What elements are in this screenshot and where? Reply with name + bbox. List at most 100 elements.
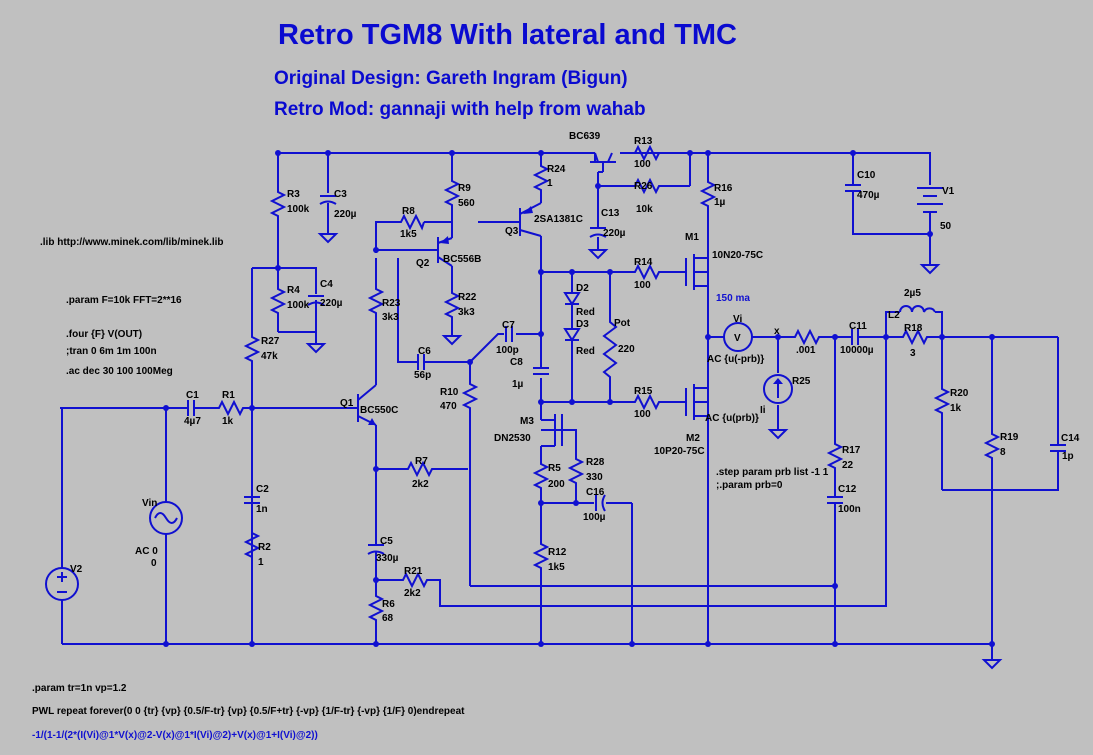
r24-symbol [532, 163, 550, 192]
c16-symbol [595, 494, 606, 512]
l2-symbol [899, 305, 936, 313]
r3-value: 100k [287, 204, 310, 215]
c6-name: C6 [418, 346, 431, 357]
r23-symbol [367, 286, 385, 318]
r20-symbol [933, 385, 951, 415]
vin-symbol [149, 501, 183, 535]
r10-name: R10 [440, 387, 459, 398]
vin-name: Vin [142, 498, 157, 509]
q1-name: Q1 [340, 398, 354, 409]
c14-value: 1p [1062, 451, 1074, 462]
r15-symbol [632, 393, 660, 411]
r5-value: 200 [548, 479, 565, 490]
directive-param-prb: ;.param prb=0 [716, 480, 783, 491]
m1-value: 10N20-75C [712, 250, 763, 261]
r6-name: R6 [382, 599, 395, 610]
r21-symbol [400, 571, 430, 589]
q3-value: 2SA1381C [534, 214, 583, 225]
r1-symbol [215, 399, 245, 417]
c12-symbol [827, 490, 843, 510]
vi-symbol [723, 322, 753, 352]
r10-symbol [461, 380, 479, 412]
c4-value: 220µ [320, 298, 343, 309]
r10-value: 470 [440, 401, 457, 412]
r18-name: R18 [904, 323, 923, 334]
r15-name: R15 [634, 386, 653, 397]
r7-name: R7 [415, 456, 428, 467]
r16-value: 1µ [714, 197, 726, 208]
c7-symbol [505, 326, 513, 342]
directive-param-tr: .param tr=1n vp=1.2 [32, 683, 127, 694]
c16-name: C16 [586, 487, 605, 498]
q1-value: BC550C [360, 405, 398, 416]
r7-symbol [405, 460, 435, 478]
c12-value: 100n [838, 504, 861, 515]
r22-name: R22 [458, 292, 477, 303]
q3-symbol [519, 202, 542, 237]
r14-value: 100 [634, 280, 651, 291]
d2-value: Red [576, 307, 595, 318]
q2-symbol [437, 236, 453, 267]
c5-symbol [367, 540, 385, 560]
v1-name: V1 [942, 186, 955, 197]
c13-name: C13 [601, 208, 620, 219]
r2-symbol [243, 530, 261, 560]
d3-value: Red [576, 346, 595, 357]
c3-symbol [319, 195, 337, 205]
c8-value: 1µ [512, 379, 524, 390]
pot-value: 220 [618, 344, 635, 355]
r19-name: R19 [1000, 432, 1019, 443]
c14-name: C14 [1061, 433, 1080, 444]
vi-value: AC {u(-prb)} [707, 354, 764, 365]
v1-symbol [917, 187, 943, 215]
c12-name: C12 [838, 484, 857, 495]
q1-symbol [357, 384, 377, 426]
c11-name: C11 [849, 321, 867, 332]
l2-name: L2 [888, 310, 900, 321]
m3-name: M3 [520, 416, 534, 427]
m1-symbol [685, 250, 709, 290]
ii-value: AC {u(prb)} [705, 413, 759, 424]
directive-pwl: PWL repeat forever(0 0 {tr} {vp} {0.5/F-… [32, 706, 465, 717]
directive-four: .four {F} V(OUT) [66, 329, 142, 340]
formula-text: -1/(1-1/(2*(I(Vi)@1*V(x)@2-V(x)@1*I(Vi)@… [32, 730, 318, 741]
m3-value: DN2530 [494, 433, 531, 444]
vi-name: Vi [733, 314, 742, 325]
c7-value: 100p [496, 345, 519, 356]
r3-symbol [269, 188, 287, 218]
m3-symbol [541, 414, 576, 447]
vin-value-1: AC 0 [135, 546, 158, 557]
vi-sym-label: V [734, 333, 741, 344]
m2-value: 10P20-75C [654, 446, 705, 457]
pot-symbol [602, 312, 618, 382]
directive-param-f: .param F=10k FFT=2**16 [66, 295, 182, 306]
directive-tran: ;tran 0 6m 1m 100n [66, 346, 157, 357]
r6-value: 68 [382, 613, 394, 624]
c6-symbol [416, 354, 428, 370]
r9-name: R9 [458, 183, 471, 194]
q2-name: Q2 [416, 258, 430, 269]
r23-name: R23 [382, 298, 401, 309]
c11-value: 10000µ [840, 345, 874, 356]
r8-value: 1k5 [400, 229, 417, 240]
q3-name: Q3 [505, 226, 519, 237]
c13-symbol [589, 227, 607, 238]
c4-symbol [307, 295, 325, 310]
r14-symbol [632, 263, 660, 281]
r27-symbol [243, 334, 261, 364]
r28-name: R28 [586, 457, 605, 468]
junctions [163, 150, 995, 647]
ii-symbol [763, 374, 793, 404]
q4-value: BC639 [569, 131, 601, 142]
pot-name: Pot [614, 318, 631, 329]
r6-symbol [367, 592, 385, 625]
c8-symbol [533, 367, 549, 375]
r4-value: 100k [287, 300, 310, 311]
c2-symbol [244, 485, 260, 510]
r18-value: 3 [910, 348, 916, 359]
r25-name: R25 [792, 376, 811, 387]
r13-symbol [632, 144, 660, 162]
wires [60, 152, 1059, 660]
r4-symbol [269, 286, 287, 314]
resistors [215, 144, 1001, 625]
